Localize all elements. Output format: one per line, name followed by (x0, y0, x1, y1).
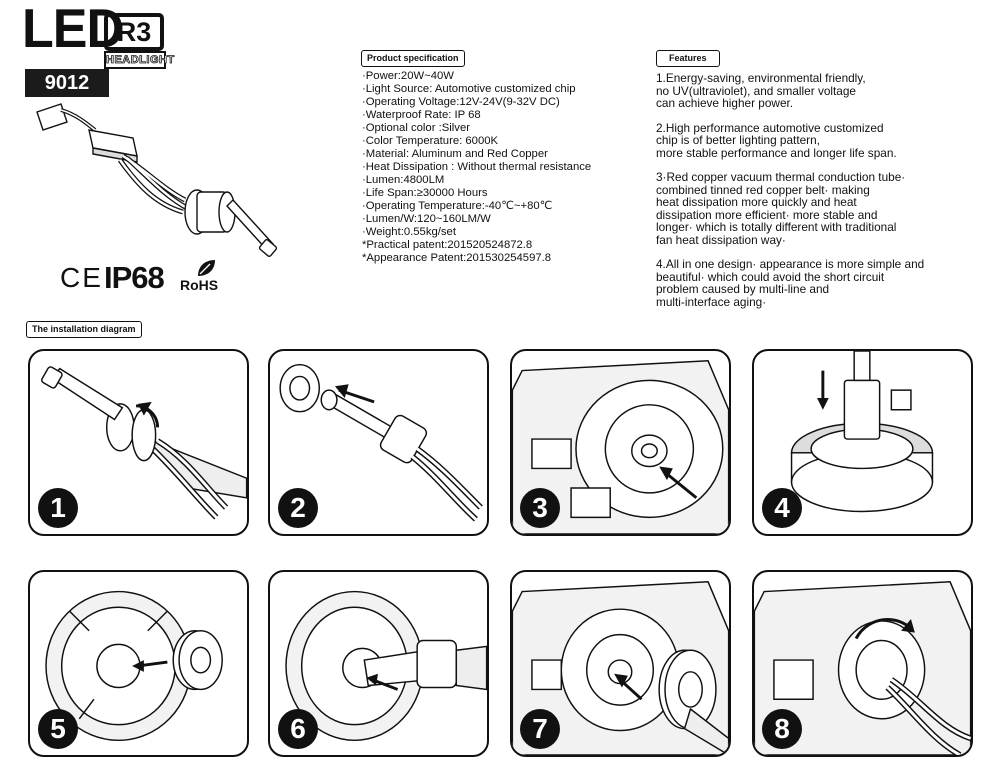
feature-line: 3·Red copper vacuum thermal conduction t… (656, 170, 906, 184)
ce-mark: CE (60, 262, 103, 293)
step-7-illustration (512, 581, 729, 755)
spec-item: *Practical patent:201520524872.8 (362, 239, 533, 251)
spec-item: ·Power:20W~40W (362, 70, 454, 82)
spec-item: ·Operating Voltage:12V-24V(9-32V DC) (362, 96, 560, 108)
spec-item: ·Lumen/W:120~160LM/W (362, 213, 491, 225)
step-panel-4: 4 (752, 349, 973, 536)
feature-line: dissipation more efficient· more stable … (656, 207, 878, 222)
step-number: 6 (278, 709, 318, 749)
spec-list: ·Power:20W~40W·Light Source: Automotive … (362, 70, 591, 265)
feature-line: chip is of better lighting pattern, (656, 133, 820, 147)
step-panel-1: 1 (28, 349, 249, 536)
step-panel-6: 6 (268, 570, 489, 757)
step-number: 5 (38, 709, 78, 749)
step-panel-5: 5 (28, 570, 249, 757)
product-illustration (36, 103, 278, 257)
feature-line: 1.Energy-saving, environmental friendly, (656, 71, 866, 85)
feature-line: can achieve higher power. (656, 96, 794, 110)
feature-line: 2.High performance automotive customized (656, 120, 884, 135)
step-number: 8 (762, 709, 802, 749)
feature-line: 4.All in one design· appearance is more … (656, 257, 925, 271)
spec-item: ·Operating Temperature:-40℃~+80℃ (362, 200, 553, 212)
features-header: Features (656, 50, 720, 67)
feature-line: fan heat dissipation way· (656, 232, 786, 247)
step-number: 1 (38, 488, 78, 528)
step-number: 2 (278, 488, 318, 528)
feature-item: 1.Energy-saving, environmental friendly,… (656, 72, 924, 110)
step-2-illustration (279, 363, 483, 522)
leaf-icon (198, 260, 215, 276)
step-3-illustration (512, 360, 729, 534)
installation-header: The installation diagram (26, 321, 142, 338)
spec-header: Product specification (361, 50, 465, 67)
spec-item: ·Color Temperature: 6000K (362, 135, 499, 147)
brand-subtitle: HEADLIGHT (104, 51, 175, 69)
feature-line: no UV(ultraviolet), and smaller voltage (656, 83, 856, 98)
step-panel-7: 7 (510, 570, 731, 757)
feature-line: heat dissipation more quickly and heat (656, 195, 857, 209)
spec-item: ·Heat Dissipation : Without thermal resi… (362, 161, 592, 173)
spec-item: ·Waterproof Rate: IP 68 (362, 109, 481, 121)
spec-item: *Appearance Patent:201530254597.8 (362, 252, 552, 264)
spec-item: ·Life Span:≥30000 Hours (362, 187, 488, 199)
ip68-mark: IP68 (104, 260, 165, 295)
bulb-code-badge: 9012 (25, 69, 109, 97)
spec-item: ·Light Source: Automotive customized chi… (362, 83, 576, 95)
spec-item: ·Material: Aluminum and Red Copper (362, 148, 548, 160)
step-number: 7 (520, 709, 560, 749)
feature-line: longer· which is totally different with … (656, 220, 897, 234)
feature-line: multi-interface aging· (656, 294, 767, 309)
step-number: 4 (762, 488, 802, 528)
step-panel-2: 2 (268, 349, 489, 536)
feature-line: beautiful· which could avoid the short c… (656, 269, 885, 284)
step-4-illustration (790, 351, 934, 513)
step-6-illustration (285, 590, 487, 742)
step-5-illustration (45, 590, 223, 742)
step-panel-8: 8 (752, 570, 973, 757)
rohs-mark: RoHS (180, 277, 219, 293)
feature-item: 4.All in one design· appearance is more … (656, 258, 924, 308)
feature-line: combined tinned red copper belt· making (656, 182, 870, 197)
spec-item: ·Lumen:4800LM (362, 174, 445, 186)
brand-model-badge: R3 (104, 13, 164, 51)
feature-line: more stable performance and longer life … (656, 145, 897, 160)
features-list: 1.Energy-saving, environmental friendly,… (656, 72, 924, 320)
spec-item: ·Optional color :Silver (362, 122, 470, 134)
step-1-illustration (41, 366, 247, 520)
step-panel-3: 3 (510, 349, 731, 536)
feature-line: problem caused by multi-line and (656, 282, 830, 296)
spec-item: ·Weight:0.55kg/set (362, 226, 456, 238)
feature-item: 2.High performance automotive customized… (656, 120, 924, 160)
step-8-illustration (754, 581, 971, 755)
step-number: 3 (520, 488, 560, 528)
feature-item: 3·Red copper vacuum thermal conduction t… (656, 171, 924, 246)
